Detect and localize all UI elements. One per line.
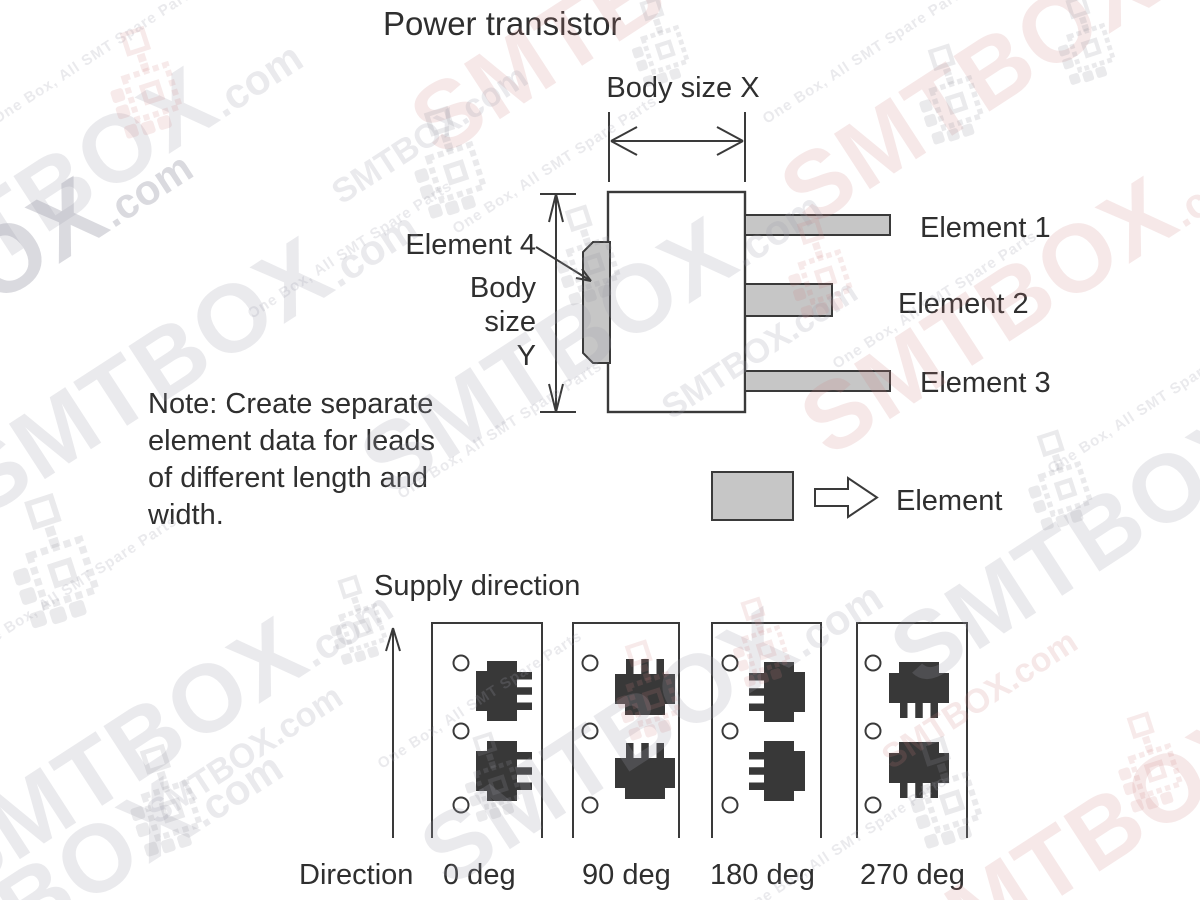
body-size-y-label-line2: size: [484, 306, 536, 338]
note-text: Note: Create separate element data for l…: [148, 386, 458, 534]
element-1-lead: [744, 214, 891, 236]
body-size-y-label-line1: Body: [469, 272, 536, 304]
legend-element-label: Element: [896, 485, 1003, 517]
component-90deg-2: [615, 743, 675, 799]
body-size-x-label: Body size X: [606, 72, 760, 104]
component-90deg-1: [615, 659, 675, 715]
element-1-label: Element 1: [920, 212, 1051, 244]
angle-label-180deg: 180 deg: [710, 859, 815, 891]
legend-element-swatch: [711, 471, 794, 521]
note-line: element data for leads: [148, 425, 435, 457]
body-size-y-dimension: [540, 193, 576, 413]
component-270deg-1: [889, 662, 949, 718]
angle-label-270deg: 270 deg: [860, 859, 965, 891]
component-0deg-1: [476, 661, 532, 721]
direction-label: Direction: [299, 859, 414, 891]
transistor-body: [606, 190, 747, 414]
tape-strip-270deg: [856, 622, 968, 838]
tape-strip-0deg: [431, 622, 543, 838]
sprocket-holes: [452, 654, 882, 814]
note-line: of different length and: [148, 462, 429, 494]
component-0deg-2: [476, 741, 532, 801]
angle-label-0deg: 0 deg: [443, 859, 516, 891]
page-title: Power transistor: [383, 5, 622, 42]
element-4-tab: [582, 241, 611, 364]
legend-block-arrow-icon: [814, 476, 879, 519]
body-size-y-label-line3: Y: [516, 340, 536, 372]
note-line: Note: Create separate: [148, 388, 434, 420]
element-2-label: Element 2: [898, 288, 1029, 320]
body-size-x-dimension: [608, 112, 746, 182]
component-270deg-2: [889, 742, 949, 798]
note-line: width.: [148, 499, 224, 531]
element-3-label: Element 3: [920, 367, 1051, 399]
supply-direction-heading: Supply direction: [374, 570, 581, 602]
supply-direction-arrow-icon: [385, 627, 401, 838]
component-180deg-2: [749, 741, 805, 801]
angle-label-90deg: 90 deg: [582, 859, 671, 891]
element-3-lead: [744, 370, 891, 392]
component-180deg-1: [749, 662, 805, 722]
element-4-label: Element 4: [405, 229, 536, 261]
element-2-lead: [744, 283, 833, 317]
